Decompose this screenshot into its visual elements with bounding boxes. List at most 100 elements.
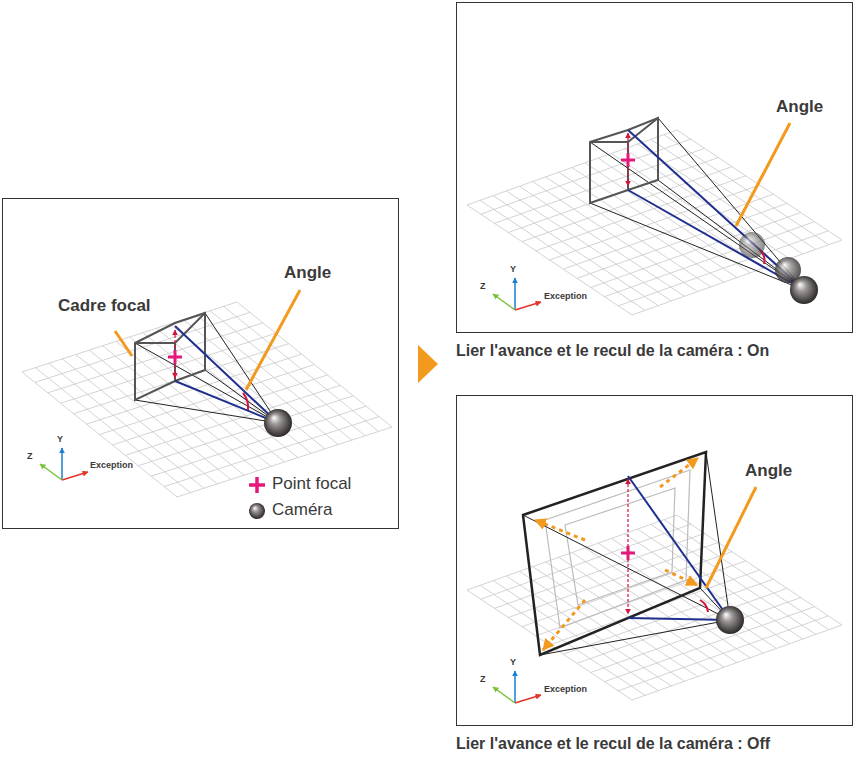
- axes: [493, 294, 515, 310]
- transition-arrow: [418, 345, 438, 383]
- grid-line: [125, 385, 340, 455]
- focal-frustum: [706, 487, 756, 588]
- focal-frustum: [590, 118, 804, 290]
- legend-text: Caméra: [272, 500, 332, 520]
- focal-frustum: [628, 130, 804, 290]
- axis-label: Y: [510, 657, 516, 667]
- focal-frustum: [175, 313, 205, 343]
- panel-frame: [457, 396, 853, 726]
- camera-sphere: [716, 606, 744, 634]
- focal-frustum: [590, 141, 628, 143]
- focal-frustum: [535, 520, 585, 540]
- grid-line: [138, 396, 353, 466]
- focal-frustum: [543, 600, 585, 650]
- axes: [40, 464, 62, 480]
- focal-frustum: [540, 620, 730, 655]
- camera-sphere: [790, 276, 818, 304]
- focal-frustum: [665, 570, 697, 585]
- grid-line: [481, 139, 691, 214]
- axis-label: Y: [57, 434, 63, 444]
- focal-frustum: [174, 330, 175, 378]
- panel-frame: [3, 3, 853, 726]
- axis-label: Exception: [90, 460, 133, 470]
- grid-line: [467, 515, 677, 590]
- focal-frustum: [243, 393, 248, 410]
- focal-frustum: [628, 618, 730, 620]
- focal-point: [621, 159, 635, 162]
- focal-frustum: [628, 118, 658, 142]
- focal-frustum: [627, 479, 628, 614]
- axes: [514, 671, 516, 703]
- focal-frustum: [628, 190, 804, 290]
- focal-frustum: [590, 118, 658, 203]
- axes: [493, 278, 541, 310]
- panel-caption: Lier l'avance et le recul de la caméra :…: [456, 735, 770, 753]
- legend-sample: [249, 477, 265, 493]
- grid-line: [467, 130, 677, 205]
- focal-point: [621, 552, 635, 555]
- focal-frustum: [115, 331, 132, 356]
- callout-label: Angle: [284, 263, 331, 283]
- focal-frustum: [523, 452, 706, 655]
- focal-frustum: [545, 470, 690, 628]
- axes: [515, 302, 541, 310]
- legend-sample: [249, 503, 265, 519]
- grid-line: [563, 579, 773, 654]
- camera-sphere: [264, 409, 292, 437]
- focal-frustum: [523, 452, 756, 655]
- focal-frustum: [135, 342, 175, 344]
- focal-frustum: [205, 313, 278, 423]
- focal-frustum: [535, 458, 698, 650]
- focal-frustum: [545, 470, 690, 628]
- focal-frustum: [706, 452, 730, 620]
- legend-sample: [249, 483, 265, 487]
- focal-point: [168, 356, 182, 359]
- focal-frustum: [628, 476, 730, 620]
- camera-sphere: [739, 232, 818, 304]
- axes: [61, 448, 63, 480]
- focal-frustum: [590, 203, 804, 290]
- callout-label: Cadre focal: [58, 296, 151, 316]
- axes: [515, 695, 541, 703]
- focal-frustum: [590, 118, 804, 290]
- axis-label: Z: [27, 451, 33, 461]
- grid-line: [481, 524, 691, 599]
- focal-frustum: [523, 515, 730, 620]
- axes: [493, 687, 515, 703]
- axes: [514, 278, 516, 310]
- axis-label: Z: [480, 674, 486, 684]
- grid-line: [618, 231, 828, 306]
- focal-frustum: [628, 130, 804, 290]
- grid-line: [495, 148, 705, 223]
- focal-point: [621, 546, 635, 560]
- grid-line: [151, 406, 366, 476]
- focal-point: [168, 350, 182, 364]
- focal-frustum: [700, 600, 708, 612]
- callout-label: Angle: [745, 461, 792, 481]
- focal-frustum: [736, 123, 790, 226]
- legend-sample: [249, 477, 265, 519]
- legend-text: Point focal: [272, 474, 351, 494]
- focal-frustum: [590, 118, 658, 203]
- focal-frustum: [565, 488, 675, 605]
- axes: [62, 472, 88, 480]
- focal-frustum: [246, 290, 300, 390]
- axis-label: Exception: [544, 684, 587, 694]
- axes: [40, 448, 88, 480]
- axis-label: Y: [510, 264, 516, 274]
- focal-point: [621, 153, 635, 167]
- grid-line: [632, 625, 842, 700]
- ground-grid: [22, 130, 842, 700]
- focal-frustum: [175, 381, 278, 423]
- axis-label: Z: [480, 281, 486, 291]
- grid-line: [550, 185, 760, 260]
- focal-frustum: [135, 313, 205, 400]
- grid-line: [605, 607, 815, 682]
- panel-caption: Lier l'avance et le recul de la caméra :…: [456, 342, 769, 360]
- camera-sphere: [739, 232, 765, 258]
- focal-frustum: [658, 180, 804, 290]
- focal-frustum: [658, 118, 804, 290]
- focal-frustum: [175, 326, 278, 423]
- focal-frustum: [628, 476, 730, 620]
